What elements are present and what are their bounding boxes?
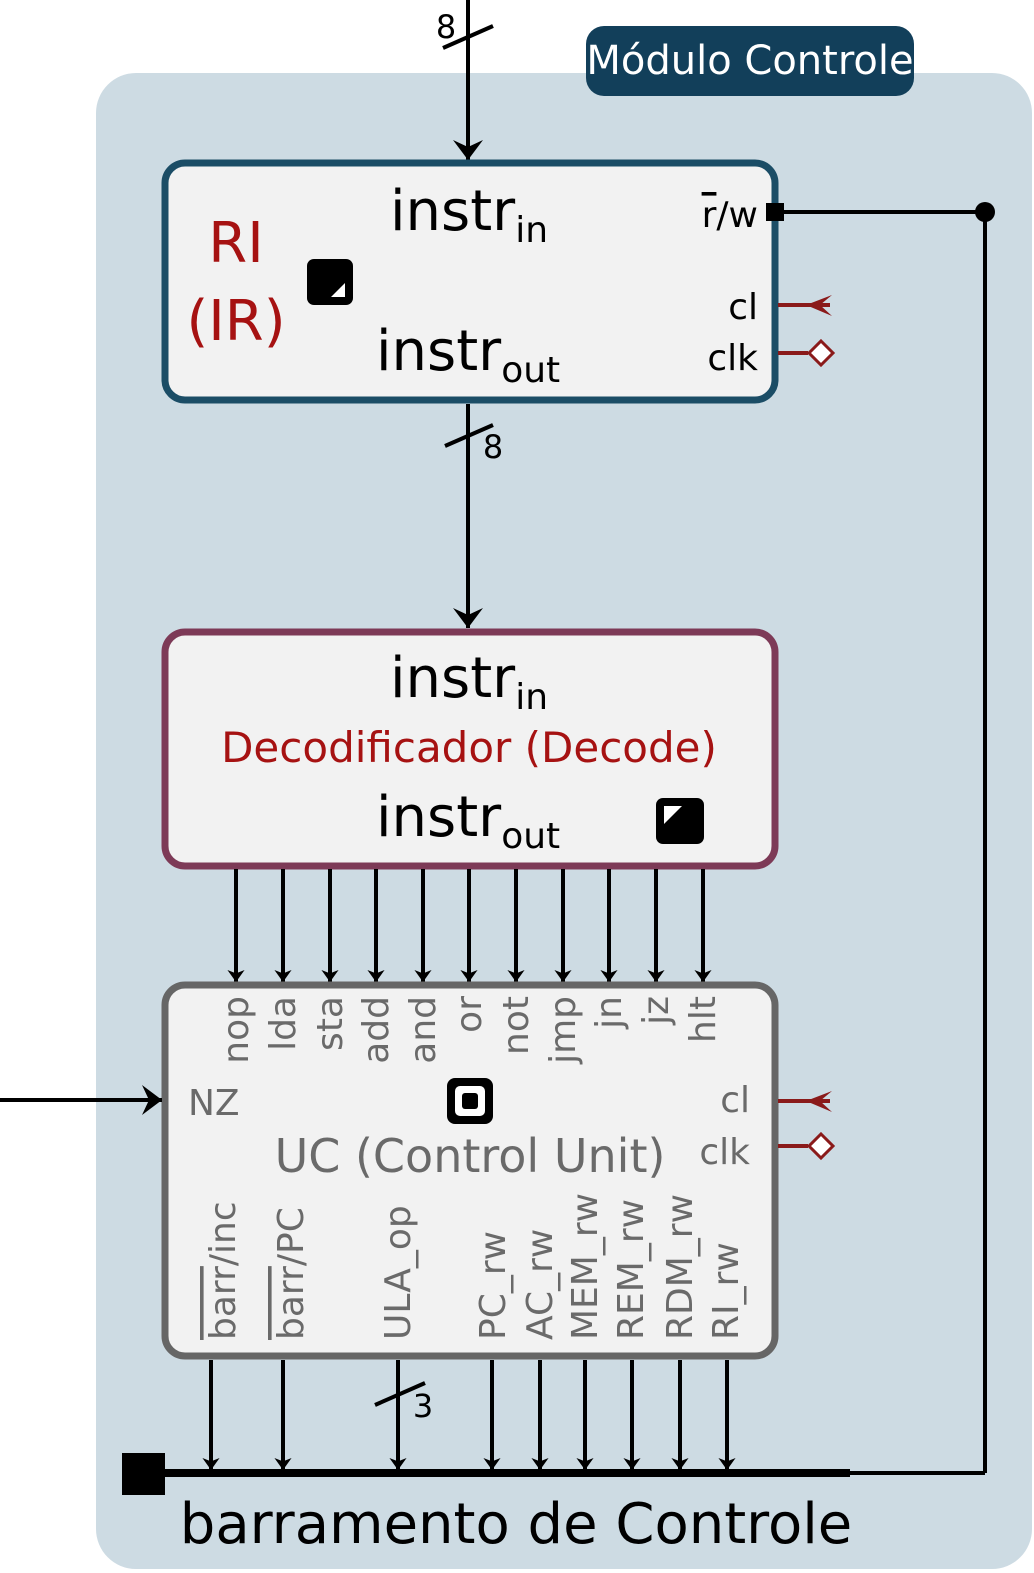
decoder-in-port: instrin [390,646,548,718]
control-bus-label: barramento de Controle [180,1492,852,1557]
uc-clock-icon [806,1131,836,1161]
signal-label-rem-rw: REM_rw [611,1199,652,1340]
control-unit-icon [447,1078,493,1124]
uc-out-barr-pc: barr/PC [271,1207,312,1340]
instruction-label-add: add [356,996,397,1064]
uc-clear-icon [806,1091,832,1112]
instruction-label-lda: lda [263,996,304,1051]
input-bus-width: 8 [436,8,456,46]
ri-register: RI (IR) instrin instrout r/w cl clk [161,159,779,404]
signal-label-mem-rw: MEM_rw [565,1193,606,1340]
instruction-label-and: and [403,996,444,1064]
ri-name-alt: (IR) [186,289,285,354]
output-arrows [202,1360,736,1470]
module-label: Módulo Controle [586,26,914,96]
instruction-label-not: not [496,996,537,1055]
signal-label-ac-rw: AC_rw [520,1229,561,1340]
instruction-label-jmp: jmp [543,996,584,1065]
clock-icon [806,338,836,368]
ula-op-width: 3 [374,1381,433,1425]
ri-out-width: 8 [483,428,503,466]
ri-clk-port: clk [707,338,758,379]
instruction-label-nop: nop [216,996,257,1064]
decoder-box: instrin Decodificador (Decode) instrout [161,628,779,870]
instruction-label-jz: jz [636,996,677,1026]
signal-label-rdm-rw: RDM_rw [660,1194,701,1340]
ri-cl-port: cl [728,287,758,328]
register-icon [307,259,353,305]
instruction-arrows [227,869,712,982]
input-bus: 8 [436,0,494,160]
uc-nz-port: NZ [188,1083,240,1124]
module-label-text: Módulo Controle [586,38,913,84]
instruction-label-or: or [449,996,490,1033]
ula-op-width-label: 3 [413,1387,433,1425]
control-bus: barramento de Controle [122,1453,852,1557]
uc-cl-port: cl [720,1080,750,1121]
uc-out-ula-op: ULA_op [378,1205,419,1340]
ri-clock-inputs [778,295,836,368]
ri-out-port: instrout [376,319,560,391]
decoder-icon [656,798,704,844]
ri-name: RI [208,211,263,276]
signal-label-pc-rw: PC_rw [473,1231,514,1340]
instruction-label-sta: sta [310,996,351,1051]
instruction-label-jn: jn [589,996,630,1030]
bus-terminal-icon [122,1453,165,1495]
ri-rw-port: r/w [702,195,758,236]
uc-clk-port: clk [699,1132,750,1173]
ri-decoder-bus: 8 [444,404,503,628]
uc-clock-inputs [778,1091,836,1161]
signal-label-ri-rw: RI_rw [706,1242,747,1340]
decoder-name: Decodificador (Decode) [221,723,717,772]
uc-name: UC (Control Unit) [275,1129,666,1183]
clear-icon [806,295,832,316]
instruction-label-hlt: hlt [683,996,724,1043]
rw-wire [766,202,995,1475]
uc-out-barr-inc: barr/inc [203,1201,244,1340]
decoder-out-port: instrout [376,785,560,857]
ri-in-port: instrin [390,179,548,251]
